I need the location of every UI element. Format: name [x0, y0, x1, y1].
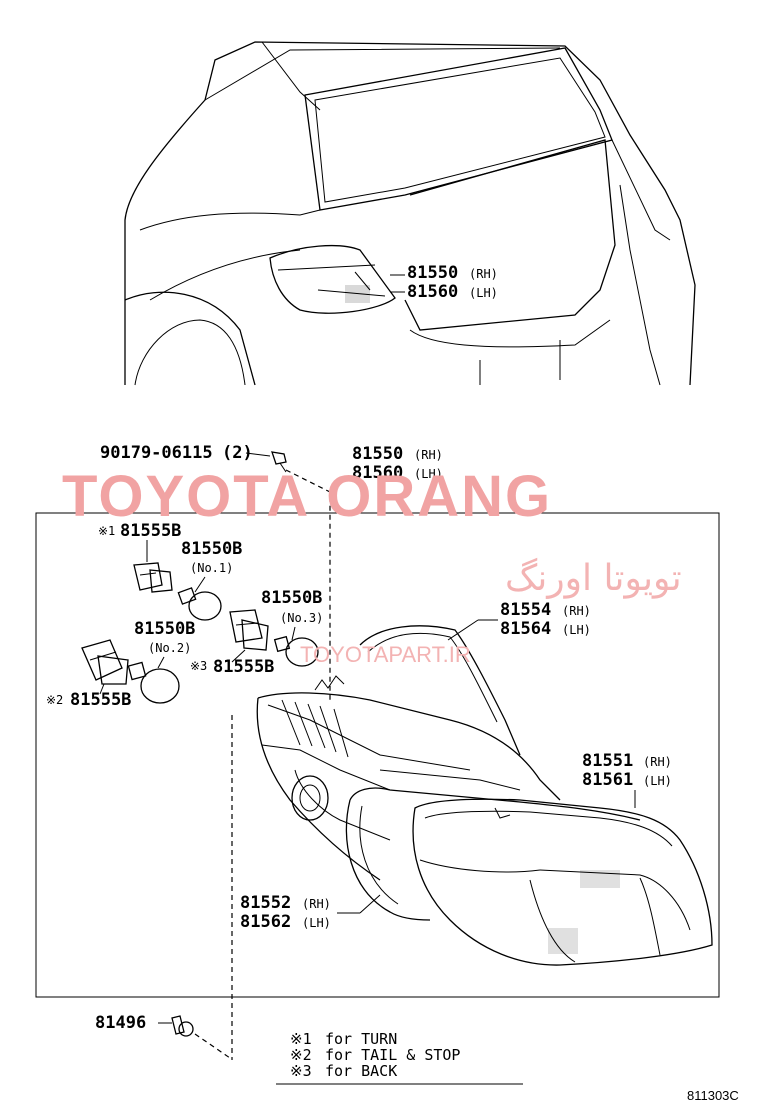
lens-part-number-lh: 81561 [582, 770, 633, 790]
figure-code: 811303C [687, 1088, 739, 1103]
socket1-icon [133, 562, 173, 593]
socket2-icon [81, 639, 129, 685]
bulb2-note: (No.2) [148, 641, 191, 655]
clip-part-number: 81496 [95, 1013, 146, 1033]
assembly-frame [35, 512, 720, 998]
housing-part-side-lh: (LH) [302, 916, 331, 930]
housing-part-side-rh: (RH) [302, 897, 331, 911]
gasket-part-side-lh: (LH) [562, 623, 591, 637]
watermark-persian: تویوتا اورنگ [505, 557, 682, 599]
legend-mark-2: ※2 [290, 1046, 312, 1064]
gasket-part-number-rh: 81554 [500, 600, 551, 620]
bulb1-note: (No.1) [190, 561, 233, 575]
car-rear-illustration [124, 41, 696, 386]
socket2-part-number: 81555B [70, 690, 131, 710]
clip-icon [171, 1015, 194, 1037]
legend-mark-3: ※3 [290, 1062, 312, 1080]
legend: ※1 for TURN ※2 for TAIL & STOP ※3 for BA… [276, 1030, 523, 1085]
lamp-housing-drawing [256, 625, 641, 921]
socket1-part-number: 81555B [120, 521, 181, 541]
bulb1-part-number: 81550B [181, 539, 242, 559]
legend-mark-1: ※1 [290, 1030, 312, 1048]
assy-part-number-rh: 81550 [352, 444, 403, 464]
legend-text-3: for BACK [325, 1062, 397, 1080]
watermark-brand: TOYOTA ORANG [62, 464, 552, 529]
top-part-side-lh: (LH) [469, 286, 498, 300]
assy-part-number-lh: 81560 [352, 463, 403, 483]
bolt-qty: (2) [222, 443, 253, 463]
bulb1-icon [177, 587, 222, 621]
top-part-number-rh: 81550 [407, 263, 458, 283]
bolt-icon [271, 451, 287, 473]
lamp-lens-drawing [412, 798, 713, 966]
top-part-number-lh: 81560 [407, 282, 458, 302]
bulb3-note: (No.3) [280, 611, 323, 625]
bulb2-part-number: 81550B [134, 619, 195, 639]
lens-part-side-lh: (LH) [643, 774, 672, 788]
bulb3-part-number: 81550B [261, 588, 322, 608]
socket3-mark: ※3 [190, 659, 207, 673]
legend-text-2: for TAIL & STOP [325, 1046, 460, 1064]
bulb3-icon [273, 635, 319, 667]
lens-part-number-rh: 81551 [582, 751, 633, 771]
socket3-part-number: 81555B [213, 657, 274, 677]
gasket-part-number-lh: 81564 [500, 619, 551, 639]
socket3-icon [229, 609, 269, 651]
socket2-mark: ※2 [46, 693, 63, 707]
gasket-part-side-rh: (RH) [562, 604, 591, 618]
bulb2-icon [127, 661, 180, 704]
assy-part-side-lh: (LH) [414, 467, 443, 481]
legend-text-1: for TURN [325, 1030, 397, 1048]
housing-part-number-rh: 81552 [240, 893, 291, 913]
watermark-site: TOYOTAPART.IR [300, 642, 471, 667]
socket1-mark: ※1 [98, 524, 115, 538]
assy-part-side-rh: (RH) [414, 448, 443, 462]
top-part-side-rh: (RH) [469, 267, 498, 281]
lens-part-side-rh: (RH) [643, 755, 672, 769]
bolt-part-number: 90179-06115 [100, 443, 213, 463]
housing-part-number-lh: 81562 [240, 912, 291, 932]
